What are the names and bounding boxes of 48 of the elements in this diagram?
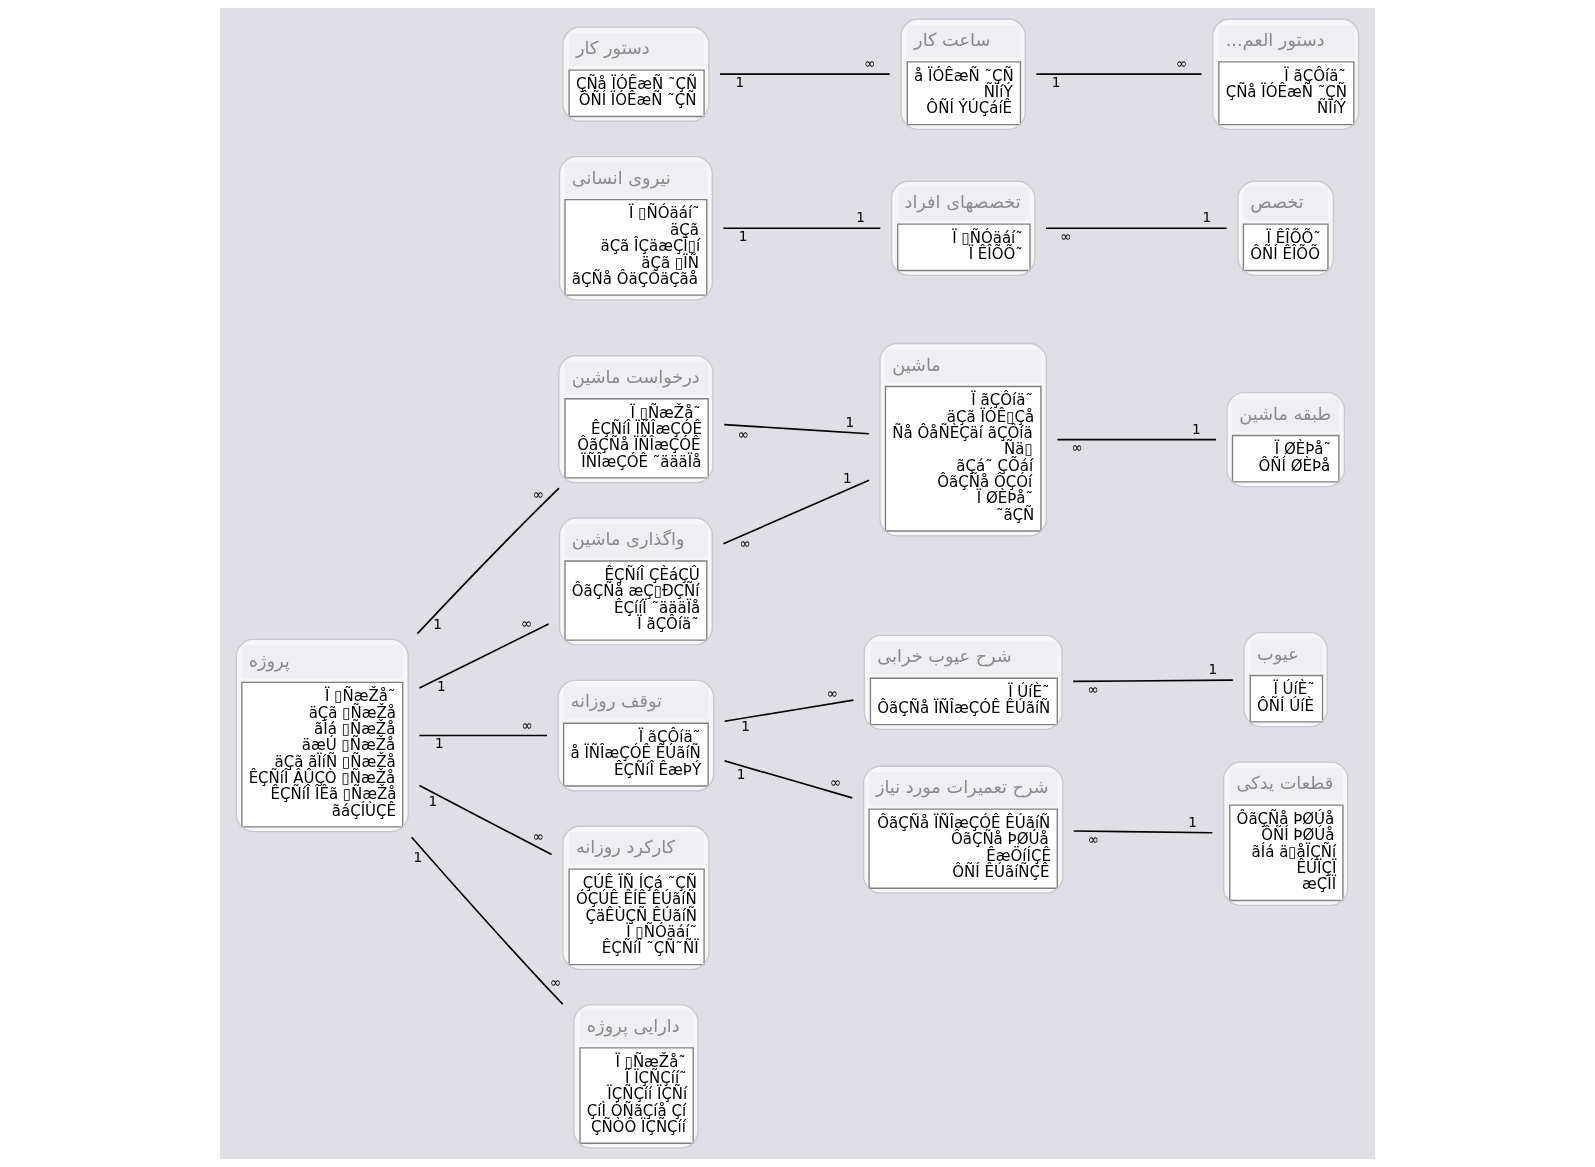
- connector: [1056, 438, 1217, 441]
- connector: [410, 836, 564, 1006]
- connector: [418, 734, 548, 737]
- connector: [722, 479, 870, 545]
- label: 1: [738, 227, 748, 244]
- label: ∞: [521, 716, 533, 733]
- connector: [1072, 679, 1234, 683]
- label: 1: [428, 793, 438, 810]
- label: ∞: [532, 485, 545, 502]
- label: 1: [1188, 813, 1197, 830]
- connector: [723, 423, 870, 435]
- connector: [722, 227, 882, 230]
- connector: [418, 784, 553, 856]
- connector: [1072, 830, 1214, 834]
- label: ∞: [864, 55, 876, 72]
- label: 1: [856, 209, 865, 226]
- label: 1: [845, 413, 855, 430]
- label: ∞: [521, 615, 533, 632]
- label: ∞: [830, 773, 842, 790]
- label: ∞: [1060, 227, 1072, 244]
- connector: [723, 760, 853, 799]
- label: 1: [1208, 661, 1218, 678]
- label: ∞: [737, 425, 750, 442]
- connector: [723, 699, 855, 723]
- connector: [719, 73, 891, 75]
- connector: [1045, 227, 1228, 230]
- label: ∞: [826, 684, 839, 701]
- label: 1: [413, 848, 423, 865]
- label: ∞: [1071, 439, 1083, 456]
- label: ∞: [1087, 830, 1100, 847]
- connector: [1035, 73, 1203, 75]
- label: 1: [741, 717, 751, 734]
- label: ∞: [1176, 55, 1188, 72]
- label: ∞: [739, 534, 751, 551]
- label: 1: [436, 677, 446, 694]
- label: 1: [1202, 209, 1212, 226]
- connector: [416, 487, 560, 635]
- label: ∞: [1087, 680, 1099, 697]
- label: ∞: [550, 973, 562, 990]
- label: 1: [433, 615, 442, 632]
- label: 1: [736, 765, 746, 782]
- label: 1: [842, 470, 852, 487]
- label: 1: [735, 73, 745, 90]
- label: 1: [1191, 420, 1201, 437]
- label: 1: [1051, 73, 1061, 90]
- connector: [418, 623, 550, 689]
- label: 1: [434, 735, 444, 752]
- label: ∞: [532, 827, 545, 844]
